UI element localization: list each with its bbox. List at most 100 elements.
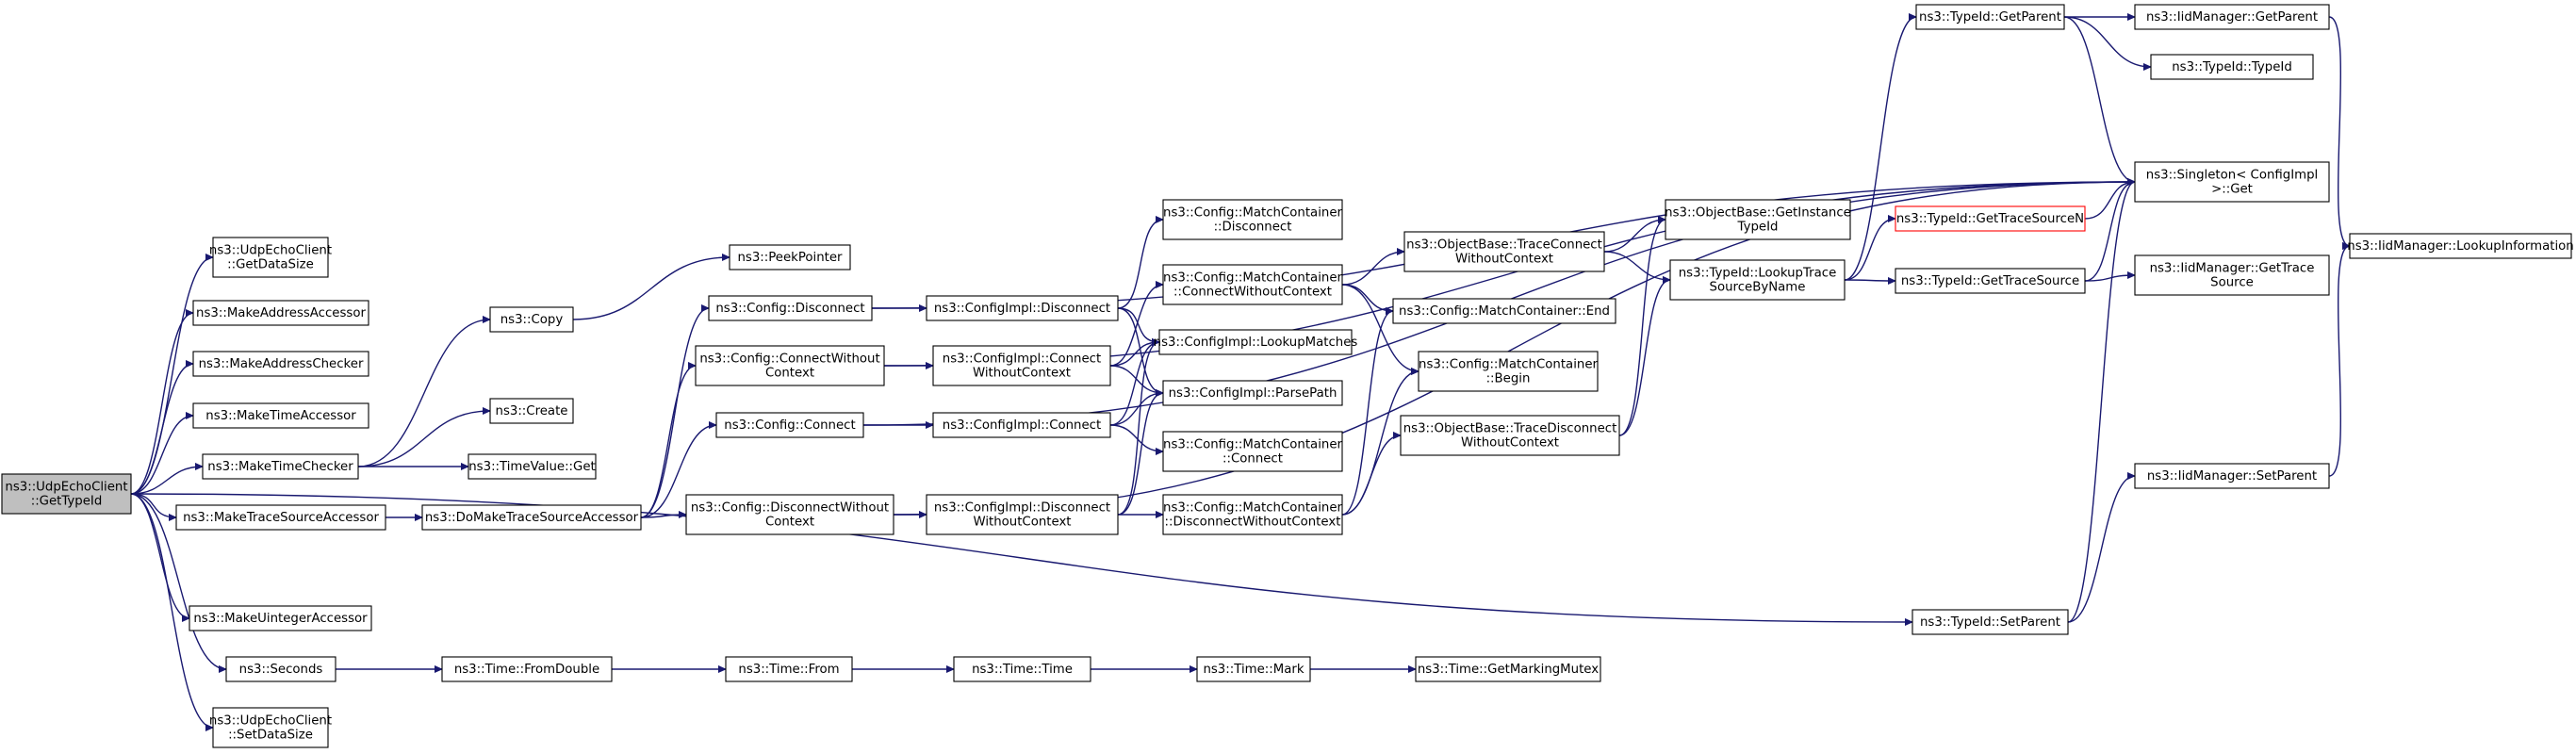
edge-type-id-get-parent-to-singleton-get [2063, 16, 2135, 182]
node-label: ns3::MakeTimeAccessor [205, 409, 356, 423]
node-time-value-get[interactable]: ns3::TimeValue::Get [468, 453, 597, 480]
node-ob-trace-connect-wo-ctx[interactable]: ns3::ObjectBase::TraceConnectWithoutCont… [1403, 231, 1605, 272]
node-box [225, 656, 336, 682]
node-box [1162, 431, 1343, 472]
node-singleton-get[interactable]: ns3::Singleton< ConfigImpl>::Get [2134, 161, 2330, 203]
node-type-id-get-parent[interactable]: ns3::TypeId::GetParent [1915, 4, 2065, 30]
node-mc-connect-wo-ctx[interactable]: ns3::Config::MatchContainer::ConnectWith… [1162, 264, 1343, 305]
node-lookup-matches[interactable]: ns3::ConfigImpl::LookupMatches [1154, 329, 1358, 355]
node-label: ns3::Time::GetMarkingMutex [1418, 663, 1599, 677]
node-get-data-size[interactable]: ns3::UdpEchoClient::GetDataSize [209, 237, 332, 278]
edge-impl-disconnect-wo-ctx-to-parse-path [1117, 393, 1163, 516]
node-time-from-double[interactable]: ns3::Time::FromDouble [441, 656, 613, 682]
node-label: ns3::MakeTimeChecker [207, 460, 353, 474]
node-type-id-type-id[interactable]: ns3::TypeId::TypeId [2150, 54, 2314, 80]
node-box [1911, 609, 2069, 635]
node-parse-path[interactable]: ns3::ConfigImpl::ParsePath [1162, 380, 1343, 406]
node-box [2134, 254, 2330, 296]
node-iid-get-parent[interactable]: ns3::IidManager::GetParent [2134, 4, 2330, 30]
node-copy[interactable]: ns3::Copy [489, 306, 574, 333]
node-make-uint-acc[interactable]: ns3::MakeUintegerAccessor [189, 605, 372, 631]
node-box [202, 453, 359, 480]
node-mc-disconnect-wo-ctx[interactable]: ns3::Config::MatchContainer::DisconnectW… [1162, 494, 1343, 535]
node-label: SourceByName [1710, 281, 1806, 295]
edge-get-trace-source-to-singleton-get [2084, 182, 2135, 282]
node-label: ns3::TypeId::GetTraceSource [1901, 274, 2079, 288]
node-box [1, 473, 132, 515]
node-set-data-size[interactable]: ns3::UdpEchoClient::SetDataSize [209, 707, 332, 748]
node-box [1669, 259, 1846, 301]
node-box [1418, 351, 1599, 392]
node-time-from[interactable]: ns3::Time::From [725, 656, 853, 682]
node-label: ns3::TimeValue::Get [468, 460, 596, 474]
node-label: ns3::UdpEchoClient [209, 714, 332, 729]
node-label: ns3::Config::MatchContainer [1163, 438, 1342, 452]
node-label: TypeId [1737, 221, 1779, 235]
node-make-trace-acc[interactable]: ns3::MakeTraceSourceAccessor [175, 504, 386, 531]
node-box [1895, 205, 2086, 232]
node-label: ns3::Config::MatchContainer::End [1399, 304, 1610, 319]
node-get-trace-source-n[interactable]: ns3::TypeId::GetTraceSourceN [1895, 205, 2086, 232]
node-make-addr-chk[interactable]: ns3::MakeAddressChecker [192, 351, 369, 377]
edge-root-to-make-time-acc [130, 416, 193, 495]
node-type-id-set-parent[interactable]: ns3::TypeId::SetParent [1911, 609, 2069, 635]
node-iid-lookup-info[interactable]: ns3::IidManager::LookupInformation [2347, 233, 2574, 259]
node-label: ns3::MakeAddressAccessor [196, 306, 366, 320]
node-iid-set-parent[interactable]: ns3::IidManager::SetParent [2134, 463, 2330, 489]
node-box [1162, 199, 1343, 240]
node-label: ::Disconnect [1214, 221, 1292, 235]
node-label: ns3::Singleton< ConfigImpl [2146, 169, 2318, 183]
node-box [1665, 199, 1851, 240]
edge-root-to-set-data-size [130, 493, 213, 728]
node-seconds[interactable]: ns3::Seconds [225, 656, 336, 682]
node-impl-connect-wo-ctx[interactable]: ns3::ConfigImpl::ConnectWithoutContext [932, 345, 1111, 386]
node-label: ns3::Config::Connect [724, 418, 855, 433]
node-make-time-acc[interactable]: ns3::MakeTimeAccessor [192, 402, 369, 429]
node-create[interactable]: ns3::Create [489, 398, 574, 424]
node-label: ns3::Time::Time [972, 663, 1073, 677]
node-time-get-marking-mutex[interactable]: ns3::Time::GetMarkingMutex [1415, 656, 1601, 682]
node-mc-end[interactable]: ns3::Config::MatchContainer::End [1392, 298, 1616, 324]
edge-impl-disconnect-to-parse-path [1117, 307, 1163, 393]
node-label: WithoutContext [973, 367, 1071, 381]
node-box [953, 656, 1091, 682]
node-make-addr-acc[interactable]: ns3::MakeAddressAccessor [192, 300, 369, 326]
node-label: ns3::Create [496, 404, 568, 418]
node-ob-trace-disconnect-wo-ctx[interactable]: ns3::ObjectBase::TraceDisconnectWithoutC… [1400, 415, 1620, 456]
node-mc-disconnect[interactable]: ns3::Config::MatchContainer::Disconnect [1162, 199, 1343, 240]
node-label: ns3::Copy [500, 313, 564, 327]
node-label: ns3::IidManager::GetTrace [2150, 262, 2315, 276]
node-label: ns3::TypeId::LookupTrace [1679, 267, 1837, 281]
node-time-time[interactable]: ns3::Time::Time [953, 656, 1091, 682]
node-make-time-chk[interactable]: ns3::MakeTimeChecker [202, 453, 359, 480]
node-do-make-trace[interactable]: ns3::DoMakeTraceSourceAccessor [421, 504, 642, 531]
node-cfg-connect[interactable]: ns3::Config::Connect [715, 412, 864, 438]
edge-type-id-get-parent-to-type-id-type-id [2063, 16, 2151, 67]
node-impl-disconnect[interactable]: ns3::ConfigImpl::Disconnect [926, 295, 1119, 321]
node-mc-begin[interactable]: ns3::Config::MatchContainer::Begin [1418, 351, 1599, 392]
node-label: ns3::Config::MatchContainer [1419, 358, 1598, 372]
node-root[interactable]: ns3::UdpEchoClient::GetTypeId [1, 473, 132, 515]
node-label: ::Connect [1222, 452, 1283, 467]
node-cfg-disconnect-wo-ctx[interactable]: ns3::Config::DisconnectWithoutContext [685, 494, 894, 535]
node-label: ns3::IidManager::LookupInformation [2347, 239, 2573, 254]
node-impl-connect[interactable]: ns3::ConfigImpl::Connect [932, 412, 1111, 438]
node-cfg-disconnect[interactable]: ns3::Config::Disconnect [708, 295, 873, 321]
node-get-trace-source[interactable]: ns3::TypeId::GetTraceSource [1895, 268, 2086, 294]
node-time-mark[interactable]: ns3::Time::Mark [1196, 656, 1311, 682]
node-mc-connect[interactable]: ns3::Config::MatchContainer::Connect [1162, 431, 1343, 472]
node-cfg-connect-wo-ctx[interactable]: ns3::Config::ConnectWithoutContext [695, 345, 885, 386]
node-box [1400, 415, 1620, 456]
edge-mc-connect-wo-ctx-to-mc-end [1341, 284, 1393, 311]
node-peek-pointer[interactable]: ns3::PeekPointer [729, 244, 851, 270]
node-label: ns3::DoMakeTraceSourceAccessor [425, 511, 639, 525]
node-impl-disconnect-wo-ctx[interactable]: ns3::ConfigImpl::DisconnectWithoutContex… [926, 494, 1119, 535]
node-label: ns3::ConfigImpl::LookupMatches [1154, 336, 1358, 350]
node-box [685, 494, 894, 535]
node-iid-get-trace-source[interactable]: ns3::IidManager::GetTraceSource [2134, 254, 2330, 296]
node-box [1196, 656, 1311, 682]
node-box [2150, 54, 2314, 80]
node-box [468, 453, 597, 480]
